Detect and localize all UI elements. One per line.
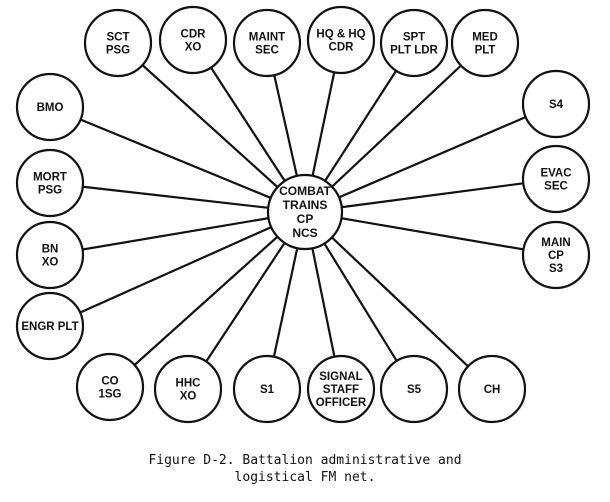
station-label-line: HQ & HQ bbox=[316, 29, 365, 41]
station-label-line: BMO bbox=[37, 102, 64, 114]
station-label-line: XO bbox=[180, 391, 197, 403]
station-label-line: STAFF bbox=[323, 384, 359, 396]
station-label-line: SEC bbox=[544, 181, 568, 193]
hub-label-line: CP bbox=[297, 212, 314, 226]
station-label-line: CH bbox=[484, 384, 501, 396]
station-label-line: CDR bbox=[181, 29, 207, 41]
radio-links bbox=[49, 39, 557, 390]
station-label-line: MAINT bbox=[249, 32, 285, 44]
station-label-line: S5 bbox=[407, 384, 422, 396]
hub-circle bbox=[266, 173, 344, 251]
station-circle bbox=[15, 72, 85, 142]
station-label-line: ENGR PLT bbox=[21, 321, 78, 333]
link-mort-psg bbox=[49, 181, 306, 214]
station-engr-plt: ENGR PLT bbox=[15, 291, 85, 361]
station-label-line: CDR bbox=[329, 42, 355, 54]
station-circle bbox=[450, 8, 520, 78]
station-s1: S1 bbox=[232, 354, 302, 424]
station-circle bbox=[457, 354, 527, 424]
station-label-line: S1 bbox=[260, 384, 275, 396]
station-circle bbox=[521, 69, 591, 139]
station-label-line: 1SG bbox=[98, 389, 121, 401]
station-label-line: CO bbox=[101, 376, 118, 388]
station-label-line: PLT LDR bbox=[390, 45, 438, 57]
link-co-1sg bbox=[109, 211, 306, 388]
caption-line-2: logistical FM net. bbox=[234, 470, 376, 485]
station-label-line: PSG bbox=[106, 45, 130, 57]
link-sct-psg bbox=[117, 42, 306, 213]
station-circle bbox=[379, 354, 449, 424]
station-circle bbox=[306, 354, 376, 424]
station-circle bbox=[521, 220, 591, 290]
station-circle bbox=[306, 5, 376, 75]
hub-label-line: COMBAT bbox=[279, 184, 331, 198]
link-bn-xo bbox=[49, 210, 306, 257]
station-label-line: SEC bbox=[255, 45, 279, 57]
station-label-line: XO bbox=[185, 42, 202, 54]
station-label-line: PLT bbox=[475, 45, 496, 57]
station-label-line: OFFICER bbox=[316, 397, 367, 409]
station-label-line: BN bbox=[42, 244, 59, 256]
station-s4: S4 bbox=[521, 69, 591, 139]
station-label-line: EVAC bbox=[540, 168, 571, 180]
station-circle bbox=[15, 148, 85, 218]
station-circle bbox=[232, 354, 302, 424]
station-circle bbox=[153, 354, 223, 424]
station-label-line: SCT bbox=[107, 32, 130, 44]
caption-line-1: Figure D-2. Battalion administrative and bbox=[148, 453, 462, 468]
station-ch: CH bbox=[457, 354, 527, 424]
station-label-line: S3 bbox=[549, 263, 563, 275]
link-s4 bbox=[304, 102, 557, 214]
station-circle bbox=[15, 291, 85, 361]
station-label-line: MORT bbox=[33, 172, 67, 184]
hub-label-line: NCS bbox=[292, 226, 317, 240]
station-label-line: CP bbox=[548, 250, 564, 262]
station-label-line: MAIN bbox=[541, 237, 570, 249]
link-evac-sec bbox=[304, 177, 557, 214]
link-engr-plt bbox=[49, 210, 306, 328]
station-bmo: BMO bbox=[15, 72, 85, 142]
station-circle bbox=[83, 8, 153, 78]
station-label-line: XO bbox=[42, 257, 59, 269]
station-s5: S5 bbox=[379, 354, 449, 424]
station-circle bbox=[75, 352, 145, 422]
station-label-line: HHC bbox=[176, 378, 201, 390]
station-label-line: MED bbox=[472, 32, 498, 44]
station-label-line: S4 bbox=[549, 99, 564, 111]
station-circle bbox=[15, 220, 85, 290]
station-circle bbox=[521, 144, 591, 214]
station-circle bbox=[379, 8, 449, 78]
station-circle bbox=[158, 5, 228, 75]
link-ch bbox=[304, 211, 493, 390]
figure-caption: Figure D-2. Battalion administrative and… bbox=[0, 452, 610, 486]
link-bmo bbox=[49, 105, 306, 214]
station-label-line: SIGNAL bbox=[319, 371, 362, 383]
station-label-line: SPT bbox=[403, 32, 425, 44]
link-med-plt bbox=[304, 42, 486, 213]
hub-label-line: TRAINS bbox=[283, 198, 328, 212]
link-main-cp-s3 bbox=[304, 210, 557, 257]
station-circle bbox=[232, 8, 302, 78]
station-label-line: PSG bbox=[38, 185, 62, 197]
